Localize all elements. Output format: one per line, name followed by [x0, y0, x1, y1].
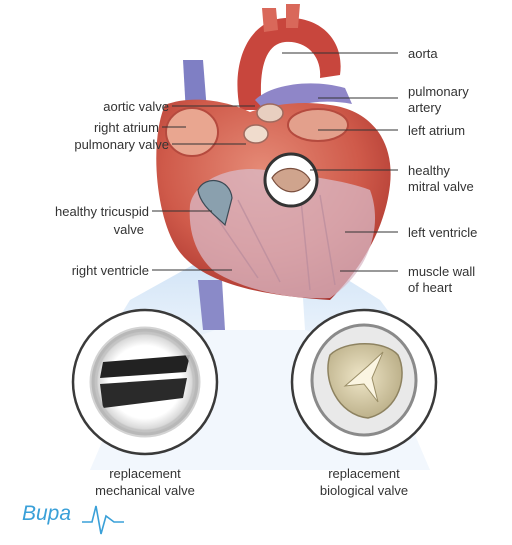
label-aortic-valve: aortic valve: [103, 99, 169, 114]
label-muscle-wall-line1: muscle wall: [408, 264, 475, 279]
biological-valve-circle: [292, 310, 436, 454]
mechanical-valve-circle: [73, 310, 217, 454]
pulmonary-valve-shape: [244, 125, 268, 143]
label-pulmonary-artery-line1: pulmonary: [408, 84, 469, 99]
label-tricuspid-line2: valve: [114, 222, 144, 237]
caption-biological-line1: replacement: [284, 466, 444, 481]
aortic-valve-shape: [257, 104, 283, 122]
label-muscle-wall-line2: of heart: [408, 280, 452, 295]
label-right-ventricle: right ventricle: [72, 263, 149, 278]
left-atrium-chamber: [288, 109, 348, 141]
bupa-logo: Bupa: [22, 502, 71, 526]
label-right-atrium: right atrium: [94, 120, 159, 135]
label-pulmonary-valve: pulmonary valve: [74, 137, 169, 152]
label-healthy-mitral-line2: mitral valve: [408, 179, 474, 194]
caption-biological-line2: biological valve: [284, 483, 444, 498]
aorta-branch-1: [262, 8, 278, 32]
bupa-pulse-icon: [82, 506, 124, 534]
label-left-atrium: left atrium: [408, 123, 465, 138]
label-healthy-mitral-line1: healthy: [408, 163, 450, 178]
right-atrium-chamber: [166, 108, 218, 156]
caption-mechanical-line1: replacement: [65, 466, 225, 481]
label-left-ventricle: left ventricle: [408, 225, 477, 240]
aorta-branch-2: [286, 4, 300, 28]
label-pulmonary-artery-line2: artery: [408, 100, 441, 115]
label-tricuspid-line1: healthy tricuspid: [55, 204, 149, 219]
caption-mechanical-line2: mechanical valve: [65, 483, 225, 498]
label-aorta: aorta: [408, 46, 438, 61]
